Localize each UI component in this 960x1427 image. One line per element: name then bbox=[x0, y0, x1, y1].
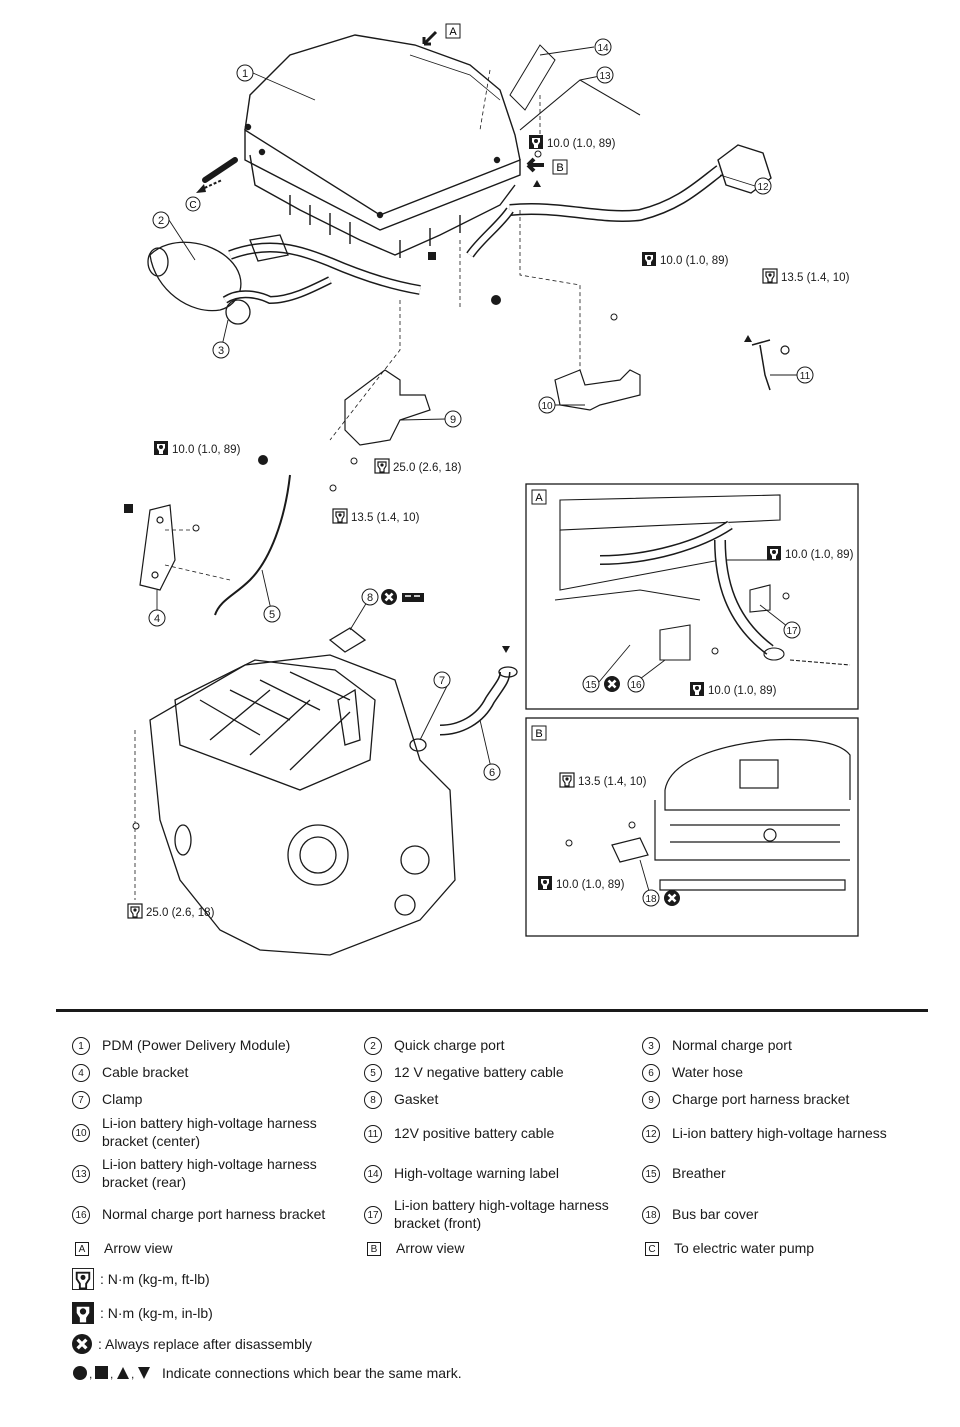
svg-text:15: 15 bbox=[585, 680, 597, 691]
svg-text:7: 7 bbox=[439, 675, 445, 687]
svg-text:,: , bbox=[110, 1367, 113, 1381]
svg-text:5: 5 bbox=[269, 609, 275, 621]
torque-ftlb-icon bbox=[72, 1268, 94, 1290]
svg-text:13.5 (1.4, 10): 13.5 (1.4, 10) bbox=[351, 512, 420, 524]
svg-text:9: 9 bbox=[450, 414, 456, 426]
svg-text:25.0 (2.6, 18): 25.0 (2.6, 18) bbox=[146, 907, 215, 919]
svg-text:8: 8 bbox=[367, 592, 373, 604]
svg-text:17: 17 bbox=[786, 626, 798, 637]
torque-specs: 10.0 (1.0, 89) 10.0 (1.0, 89) 13.5 (1.4,… bbox=[127, 135, 854, 919]
svg-text:13.5 (1.4, 10): 13.5 (1.4, 10) bbox=[578, 776, 647, 788]
legend-inlb-row: : N·m (kg-m, in-lb) bbox=[72, 1302, 213, 1324]
svg-text:25.0 (2.6, 18): 25.0 (2.6, 18) bbox=[393, 462, 462, 474]
connection-marks-icon: , , , bbox=[73, 1366, 150, 1381]
replace-icon bbox=[72, 1334, 92, 1354]
svg-text:4: 4 bbox=[154, 613, 160, 625]
legend-divider bbox=[56, 1009, 928, 1012]
svg-text:3: 3 bbox=[218, 345, 224, 357]
view-a-arrow: A bbox=[422, 23, 461, 46]
callout-numbers: 1 2 3 4 5 6 7 8 9 10 11 12 13 14 15 16 1… bbox=[154, 43, 811, 905]
svg-text:12: 12 bbox=[757, 182, 769, 193]
inset-view-a: A bbox=[525, 483, 859, 710]
connection-marks bbox=[124, 180, 752, 653]
svg-text:A: A bbox=[449, 26, 457, 38]
replace-marks bbox=[330, 587, 682, 908]
svg-text:10.0 (1.0, 89): 10.0 (1.0, 89) bbox=[660, 255, 729, 267]
svg-text:10.0 (1.0, 89): 10.0 (1.0, 89) bbox=[785, 549, 854, 561]
svg-text:18: 18 bbox=[645, 894, 657, 905]
exploded-view-diagram: A B C bbox=[124, 23, 859, 956]
svg-text:B: B bbox=[556, 162, 563, 174]
legend-ftlb-row: : N·m (kg-m, ft-lb) bbox=[72, 1268, 210, 1290]
svg-text:13.5 (1.4, 10): 13.5 (1.4, 10) bbox=[781, 272, 850, 284]
bracket-drawings bbox=[139, 339, 790, 616]
svg-text:2: 2 bbox=[158, 215, 164, 227]
view-c-arrow: C bbox=[185, 179, 223, 212]
svg-text:11: 11 bbox=[800, 371, 811, 382]
svg-text:10.0 (1.0, 89): 10.0 (1.0, 89) bbox=[172, 444, 241, 456]
svg-text:14: 14 bbox=[597, 43, 609, 54]
torque-inlb-icon bbox=[72, 1302, 94, 1324]
svg-text:C: C bbox=[189, 200, 196, 211]
svg-text:10.0 (1.0, 89): 10.0 (1.0, 89) bbox=[708, 685, 777, 697]
legend-replace-row: : Always replace after disassembly bbox=[72, 1334, 312, 1354]
svg-text:16: 16 bbox=[630, 680, 642, 691]
callout-markers bbox=[148, 38, 814, 907]
svg-text:,: , bbox=[89, 1367, 92, 1381]
view-b-arrow: B bbox=[526, 157, 568, 175]
pdm-drawing bbox=[202, 34, 521, 258]
svg-text:13: 13 bbox=[599, 71, 611, 82]
svg-text:1: 1 bbox=[242, 68, 248, 80]
legend-marks-row: , , , Indicate connections which bear th… bbox=[72, 1364, 462, 1382]
bolt-marks bbox=[132, 150, 790, 847]
svg-text:A: A bbox=[535, 492, 543, 504]
inset-view-b: B bbox=[525, 717, 859, 937]
svg-text:10.0 (1.0, 89): 10.0 (1.0, 89) bbox=[547, 138, 616, 150]
motor-drawing bbox=[149, 627, 518, 956]
svg-text:10.0 (1.0, 89): 10.0 (1.0, 89) bbox=[556, 879, 625, 891]
svg-text:,: , bbox=[131, 1367, 134, 1381]
dashed-leaders bbox=[134, 69, 581, 900]
svg-text:10: 10 bbox=[541, 401, 553, 412]
svg-text:B: B bbox=[535, 728, 542, 740]
svg-text:6: 6 bbox=[489, 767, 495, 779]
